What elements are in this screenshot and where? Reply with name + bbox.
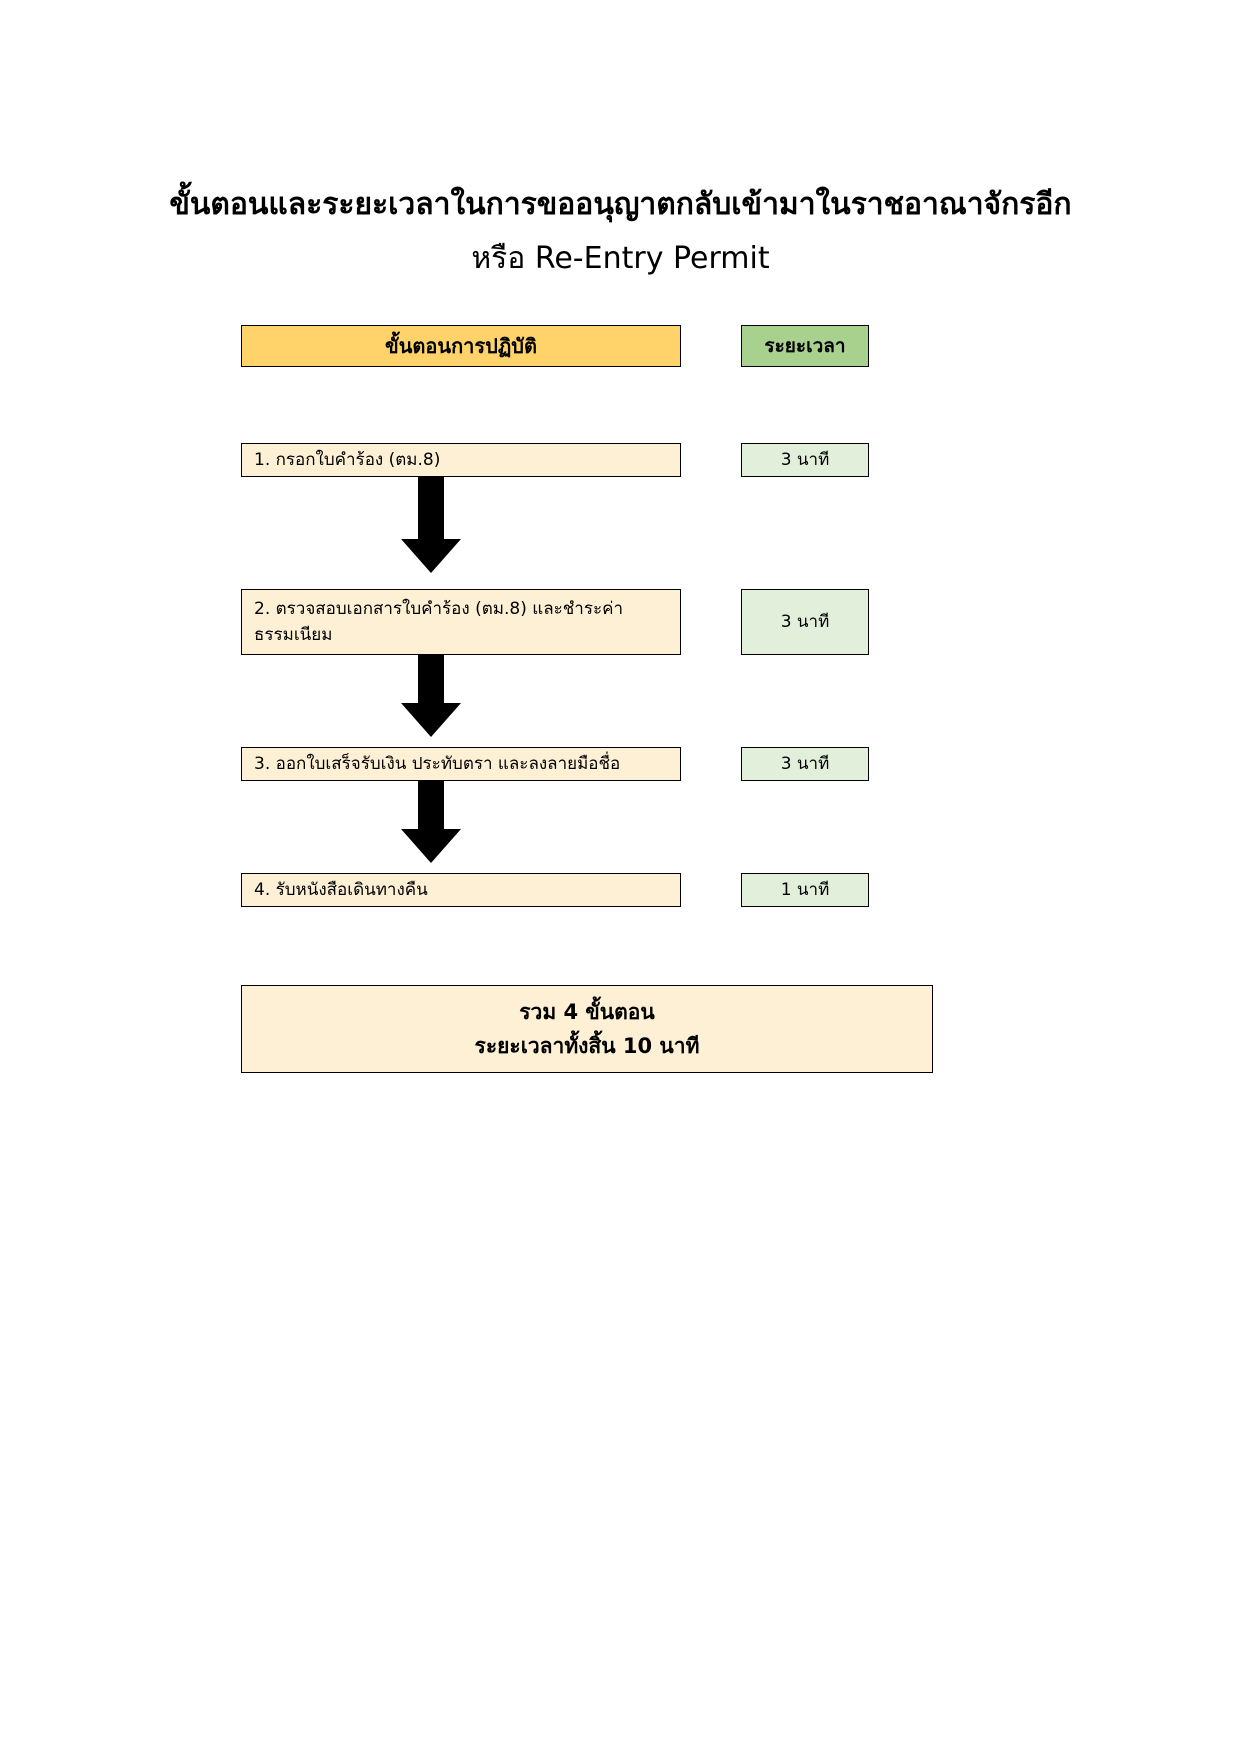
arrow-spacer-2	[241, 655, 1001, 747]
step-duration-1: 3 นาที	[741, 443, 869, 477]
step-duration-2: 3 นาที	[741, 589, 869, 655]
step-row-3: 3. ออกใบเสร็จรับเงิน ประทับตรา และลงลายม…	[241, 747, 1001, 781]
column-gap	[681, 747, 741, 781]
summary-line-1: รวม 4 ขั้นตอน	[519, 1000, 655, 1024]
header-step-cell: ขั้นตอนการปฏิบัติ	[241, 325, 681, 367]
step-duration-4: 1 นาที	[741, 873, 869, 907]
step-label-3: 3. ออกใบเสร็จรับเงิน ประทับตรา และลงลายม…	[241, 747, 681, 781]
column-gap	[681, 443, 741, 477]
column-gap	[681, 325, 741, 367]
page-title: ขั้นตอนและระยะเวลาในการขออนุญาตกลับเข้าม…	[0, 178, 1241, 286]
header-time-cell: ระยะเวลา	[741, 325, 869, 367]
arrow-spacer-3	[241, 781, 1001, 873]
summary-line-2: ระยะเวลาทั้งสิ้น 10 นาที	[474, 1034, 700, 1058]
header-spacer	[241, 367, 1001, 443]
step-label-4: 4. รับหนังสือเดินทางคืน	[241, 873, 681, 907]
column-gap	[681, 589, 741, 655]
step-row-1: 1. กรอกใบคำร้อง (ตม.8) 3 นาที	[241, 443, 1001, 477]
summary-box: รวม 4 ขั้นตอน ระยะเวลาทั้งสิ้น 10 นาที	[241, 985, 933, 1073]
step-row-4: 4. รับหนังสือเดินทางคืน 1 นาที	[241, 873, 1001, 907]
step-row-2: 2. ตรวจสอบเอกสารใบคำร้อง (ตม.8) และชำระค…	[241, 589, 1001, 655]
step-label-2: 2. ตรวจสอบเอกสารใบคำร้อง (ตม.8) และชำระค…	[241, 589, 681, 655]
title-line-2: หรือ Re-Entry Permit	[471, 241, 770, 276]
down-arrow-icon	[401, 477, 461, 573]
column-gap	[681, 873, 741, 907]
process-flow: ขั้นตอนการปฏิบัติ ระยะเวลา 1. กรอกใบคำร้…	[241, 325, 1001, 1073]
down-arrow-icon	[401, 655, 461, 737]
arrow-spacer-1	[241, 477, 1001, 589]
step-label-1: 1. กรอกใบคำร้อง (ตม.8)	[241, 443, 681, 477]
title-line-1: ขั้นตอนและระยะเวลาในการขออนุญาตกลับเข้าม…	[169, 187, 1072, 222]
total-spacer	[241, 907, 1001, 985]
step-duration-3: 3 นาที	[741, 747, 869, 781]
table-header-row: ขั้นตอนการปฏิบัติ ระยะเวลา	[241, 325, 1001, 367]
down-arrow-icon	[401, 781, 461, 863]
